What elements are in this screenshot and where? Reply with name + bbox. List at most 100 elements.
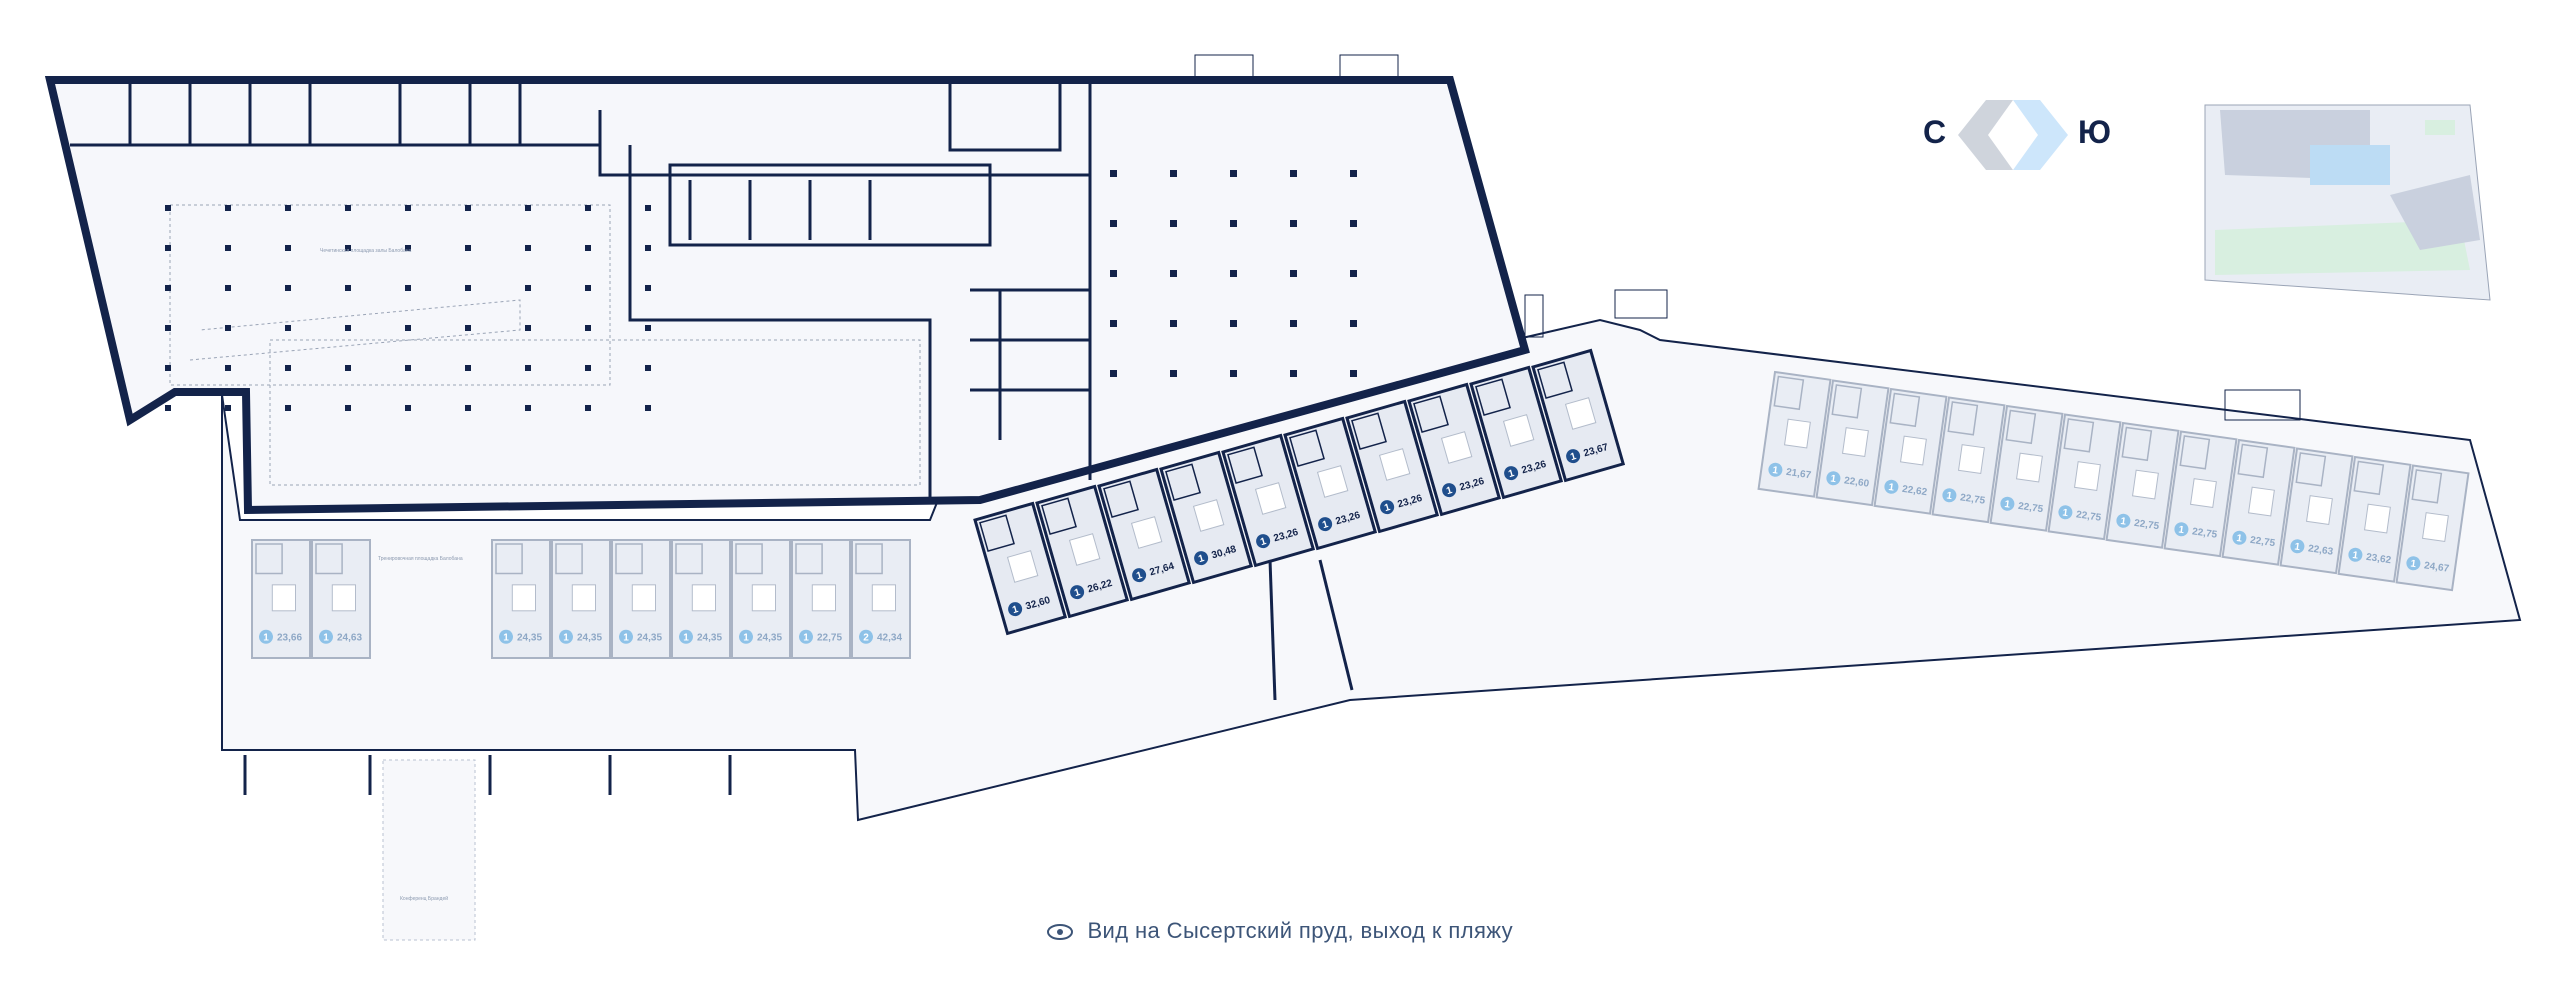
column <box>165 365 171 371</box>
main-hall-building <box>44 76 1530 515</box>
column <box>1230 220 1237 227</box>
bathroom <box>2179 435 2211 470</box>
room-count-badge <box>2406 556 2421 571</box>
room-count: 1 <box>2410 558 2417 570</box>
view-caption-text: Вид на Сысертский пруд, выход к пляжу <box>1087 918 1514 943</box>
bathroom <box>1289 429 1325 468</box>
room-count-badge <box>259 629 273 644</box>
room-count: 1 <box>2236 533 2243 545</box>
column <box>585 245 591 251</box>
compass-north-label: С <box>1923 114 1947 150</box>
bed <box>1130 516 1163 549</box>
column <box>1110 270 1117 277</box>
column <box>225 365 231 371</box>
stairs <box>1194 54 2301 421</box>
room-count-badge <box>859 629 873 644</box>
unit-area: 24,35 <box>697 632 722 643</box>
column <box>405 205 411 211</box>
room-count-badge <box>1504 466 1519 481</box>
room-count: 1 <box>1197 553 1206 565</box>
column <box>345 285 351 291</box>
bathroom <box>1831 384 1863 419</box>
room-count: 1 <box>2004 499 2011 511</box>
column <box>645 205 651 211</box>
column <box>645 245 651 251</box>
room-count-badge <box>619 629 633 644</box>
column <box>1290 370 1297 377</box>
hall-dashed-diagonal <box>189 299 521 361</box>
bed <box>2247 486 2275 517</box>
room-count-badge <box>1442 483 1457 498</box>
bathroom <box>255 543 283 575</box>
bathroom <box>1103 480 1139 519</box>
unit-area: 22,62 <box>1901 484 1928 498</box>
pier: Конференц Брандей <box>382 759 476 941</box>
bed <box>871 584 896 612</box>
bathroom <box>979 514 1015 553</box>
column <box>1230 270 1237 277</box>
bed <box>2073 461 2101 492</box>
bathroom <box>2411 469 2443 504</box>
bathroom <box>2237 443 2269 479</box>
bathroom <box>615 543 643 575</box>
column <box>1110 170 1117 177</box>
room-count-badge <box>1194 551 1209 566</box>
room-count: 1 <box>263 632 269 643</box>
unit-area: 21,67 <box>1785 467 1812 481</box>
unit-area: 23,66 <box>277 632 302 643</box>
hall-label: Чечетинская площадка залы Балобана <box>320 248 412 254</box>
column <box>525 285 531 291</box>
room-count-badge <box>1884 479 1899 494</box>
column <box>585 285 591 291</box>
column <box>1170 170 1177 177</box>
bed <box>2015 452 2043 483</box>
pier-label: Конференц Брандей <box>400 895 448 902</box>
room-count: 1 <box>2120 516 2127 528</box>
room-count: 1 <box>1073 587 1082 599</box>
room-count-badge <box>559 629 573 644</box>
column <box>285 365 291 371</box>
room-count: 1 <box>743 632 749 643</box>
room-count-badge <box>1256 534 1271 549</box>
bed <box>2189 478 2217 509</box>
bed <box>1068 533 1101 566</box>
column <box>285 325 291 331</box>
bathroom <box>1041 497 1077 536</box>
column <box>525 325 531 331</box>
bed <box>1899 435 1927 466</box>
unit-area: 24,35 <box>577 632 602 643</box>
room-count: 1 <box>323 632 329 643</box>
